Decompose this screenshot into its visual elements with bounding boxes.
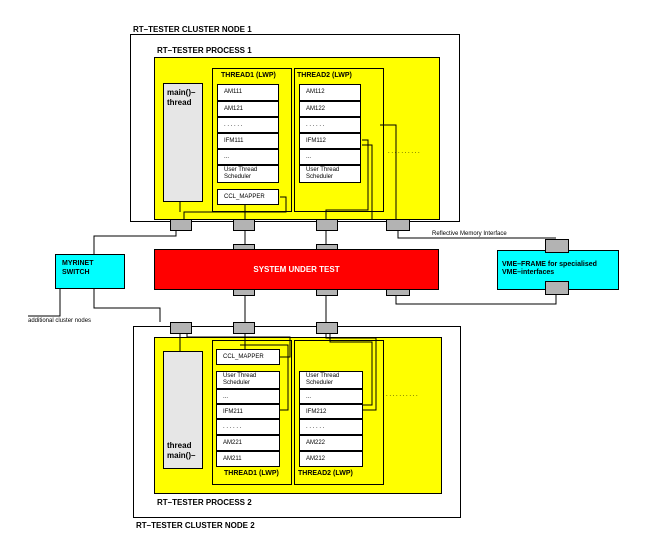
myrinet-switch-label: MYRINET SWITCH [62,260,94,276]
more-threads-dots: . . . . . . . . . . [388,149,420,155]
module-cell: ... [217,149,279,165]
module-cell: . . . . . . [299,117,361,133]
module-cell: IFM111 [217,133,279,149]
cluster-node-2-title: RT–TESTER CLUSTER NODE 2 [136,521,255,530]
module-cell: ... [299,389,363,404]
module-cell: IFM112 [299,133,361,149]
module-cell: AM121 [217,101,279,117]
main-thread-1 [163,83,203,202]
process-1-title: RT–TESTER PROCESS 1 [157,46,252,55]
module-cell: IFM211 [216,404,280,419]
scheduler-cell: User Thread Scheduler [217,165,279,183]
module-cell: AM212 [299,451,363,467]
more-threads-dots: . . . . . . . . . . [386,392,418,398]
module-cell: . . . . . . [217,117,279,133]
main-thread-2 [163,351,203,469]
module-cell: AM122 [299,101,361,117]
scheduler-cell: User Thread Scheduler [299,165,361,183]
port-vme-bottom [545,281,569,295]
thread2-node2-title: THREAD2 (LWP) [298,470,353,477]
port-node1-reflective [386,219,410,231]
cluster-node-1-title: RT–TESTER CLUSTER NODE 1 [133,25,252,34]
module-cell: AM112 [299,84,361,101]
module-cell: AM221 [216,435,280,451]
module-cell: AM211 [216,451,280,467]
module-cell: AM222 [299,435,363,451]
scheduler-cell: User Thread Scheduler [299,371,363,389]
vme-frame-label: VME–FRAME for specialised VME–interfaces [502,261,597,276]
module-cell: ... [216,389,280,404]
system-under-test-label: SYSTEM UNDER TEST [253,265,340,274]
main-thread-1-label: main()– thread [167,88,196,107]
port-node1-ccl [170,219,192,231]
module-cell: . . . . . . [216,419,280,435]
port-node2-ccl [170,322,192,334]
port-node2-thread2 [316,322,338,334]
module-cell: . . . . . . [299,419,363,435]
main-thread-2-label: thread main()– [167,441,196,460]
ccl-mapper-cell: CCL_MAPPER [217,189,279,205]
thread1-node2-title: THREAD1 (LWP) [224,470,279,477]
process-2-title: RT–TESTER PROCESS 2 [157,498,252,507]
port-node2-thread1 [233,322,255,334]
system-under-test [154,249,439,290]
thread2-node1-title: THREAD2 (LWP) [297,72,352,79]
thread1-node1-title: THREAD1 (LWP) [221,72,276,79]
reflective-memory-label: Reflective Memory Interface [432,231,507,237]
module-cell: IFM212 [299,404,363,419]
port-vme-top [545,239,569,253]
additional-nodes-label: additional cluster nodes [28,318,92,324]
module-cell: ... [299,149,361,165]
port-node1-thread2 [316,219,338,231]
myrinet-switch [55,254,125,289]
scheduler-cell: User Thread Scheduler [216,371,280,389]
module-cell: AM111 [217,84,279,101]
ccl-mapper-cell: CCL_MAPPER [216,349,280,365]
port-node1-thread1 [233,219,255,231]
